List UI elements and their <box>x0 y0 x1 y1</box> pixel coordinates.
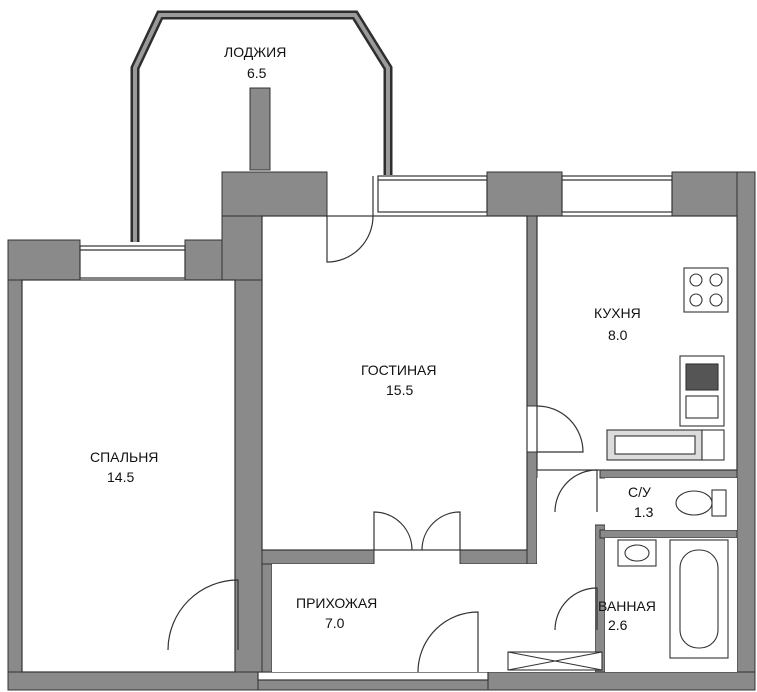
loggia-partition <box>249 87 271 171</box>
bathroom-area: 2.6 <box>608 617 628 633</box>
entry-door <box>417 611 479 673</box>
loggia-door <box>326 215 374 263</box>
bedroom-window <box>79 245 186 279</box>
doors <box>167 176 598 673</box>
bathtub-icon <box>669 539 729 659</box>
wc-area: 1.3 <box>634 504 654 520</box>
interior-walls <box>234 215 738 673</box>
wc-door <box>554 469 598 513</box>
kitchen-door <box>536 405 584 453</box>
bathroom-name: ВАННАЯ <box>598 598 656 614</box>
windows <box>79 175 673 681</box>
living-area: 15.5 <box>386 382 413 398</box>
hallway-window <box>257 671 489 681</box>
kitchen-area: 8.0 <box>608 327 628 343</box>
room-labels: ЛОДЖИЯ 6.5 СПАЛЬНЯ 14.5 ГОСТИНАЯ 15.5 КУ… <box>90 44 656 633</box>
hallway-name: ПРИХОЖАЯ <box>296 595 377 611</box>
bathroom-door <box>554 587 598 631</box>
wc-name: С/У <box>628 484 651 500</box>
room-outlines <box>21 215 738 673</box>
living-name: ГОСТИНАЯ <box>361 362 437 378</box>
kitchen-window <box>561 175 673 213</box>
stove-icon <box>683 267 729 313</box>
bedroom-door <box>167 579 239 651</box>
bedroom-area: 14.5 <box>107 469 134 485</box>
kitchen-sink-icon <box>679 355 725 427</box>
living-window <box>377 175 488 213</box>
fixtures <box>507 267 729 671</box>
loggia-name: ЛОДЖИЯ <box>224 44 286 60</box>
loggia-walls <box>130 10 393 242</box>
vent-icon <box>507 651 603 671</box>
hallway-area: 7.0 <box>325 615 345 631</box>
toilet-icon <box>675 489 727 517</box>
bedroom-name: СПАЛЬНЯ <box>90 449 158 465</box>
loggia-area: 6.5 <box>247 65 267 81</box>
washbasin-icon <box>617 539 657 567</box>
kitchen-name: КУХНЯ <box>594 305 641 321</box>
living-double-door <box>373 511 413 551</box>
